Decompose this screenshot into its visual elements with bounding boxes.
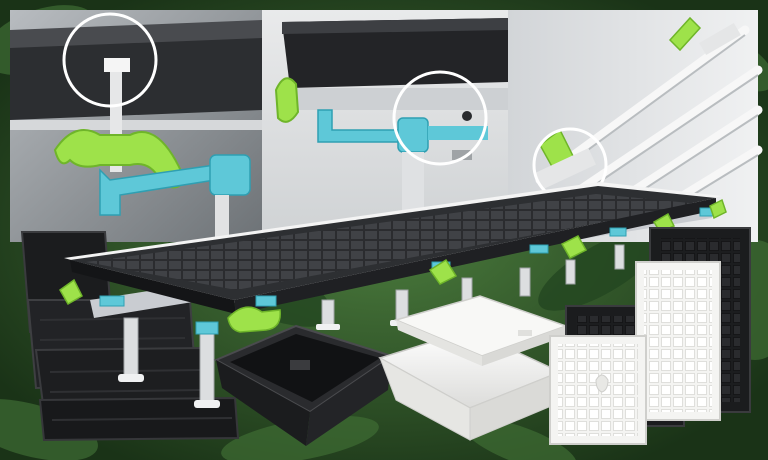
highlight-circle-middle bbox=[392, 70, 488, 166]
white-square-tray bbox=[549, 335, 647, 445]
main-rolling-bench-table bbox=[59, 182, 727, 408]
detail-panel-left bbox=[10, 10, 262, 242]
black-reservoir-tub bbox=[213, 324, 395, 446]
black-flood-tray-stack bbox=[20, 231, 240, 442]
highlight-circle-left bbox=[62, 12, 158, 108]
white-long-tray bbox=[635, 261, 721, 421]
white-reservoir-with-lid bbox=[378, 295, 569, 441]
